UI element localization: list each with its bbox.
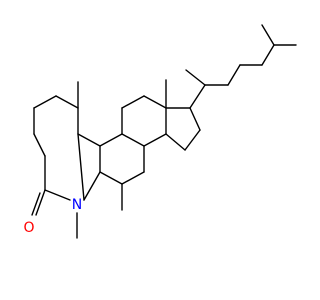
oxygen-atom-label: O — [23, 220, 34, 236]
nitrogen-atom-label: N — [72, 197, 82, 213]
bond-12 — [35, 189, 46, 216]
bond-2 — [55, 95, 79, 109]
carbonyl-double-bond — [31, 192, 41, 216]
bond-14 — [99, 133, 123, 147]
bond-22 — [121, 95, 145, 109]
bond-18 — [99, 171, 123, 185]
bond-4 — [33, 133, 46, 157]
bond-32 — [185, 69, 206, 86]
bond-1 — [33, 95, 57, 109]
bond-group — [31, 24, 297, 239]
bond-34 — [227, 64, 241, 86]
bond-28 — [189, 107, 201, 131]
bond-15 — [121, 133, 145, 147]
bond-8 — [77, 133, 101, 147]
bond-25 — [143, 133, 167, 147]
molecule-canvas: O N — [23, 24, 297, 239]
bond-6 — [44, 189, 71, 201]
bond-17 — [121, 171, 145, 185]
bond-29 — [184, 129, 201, 151]
bond-10 — [83, 171, 101, 201]
bond-23 — [143, 95, 167, 109]
bond-11 — [77, 133, 85, 201]
atom-label-group: O N — [23, 197, 82, 236]
bond-36 — [261, 44, 275, 66]
bond-31 — [189, 84, 206, 109]
molecule-structure: O N — [23, 24, 297, 239]
bond-30 — [165, 133, 186, 151]
bond-37 — [261, 24, 275, 46]
